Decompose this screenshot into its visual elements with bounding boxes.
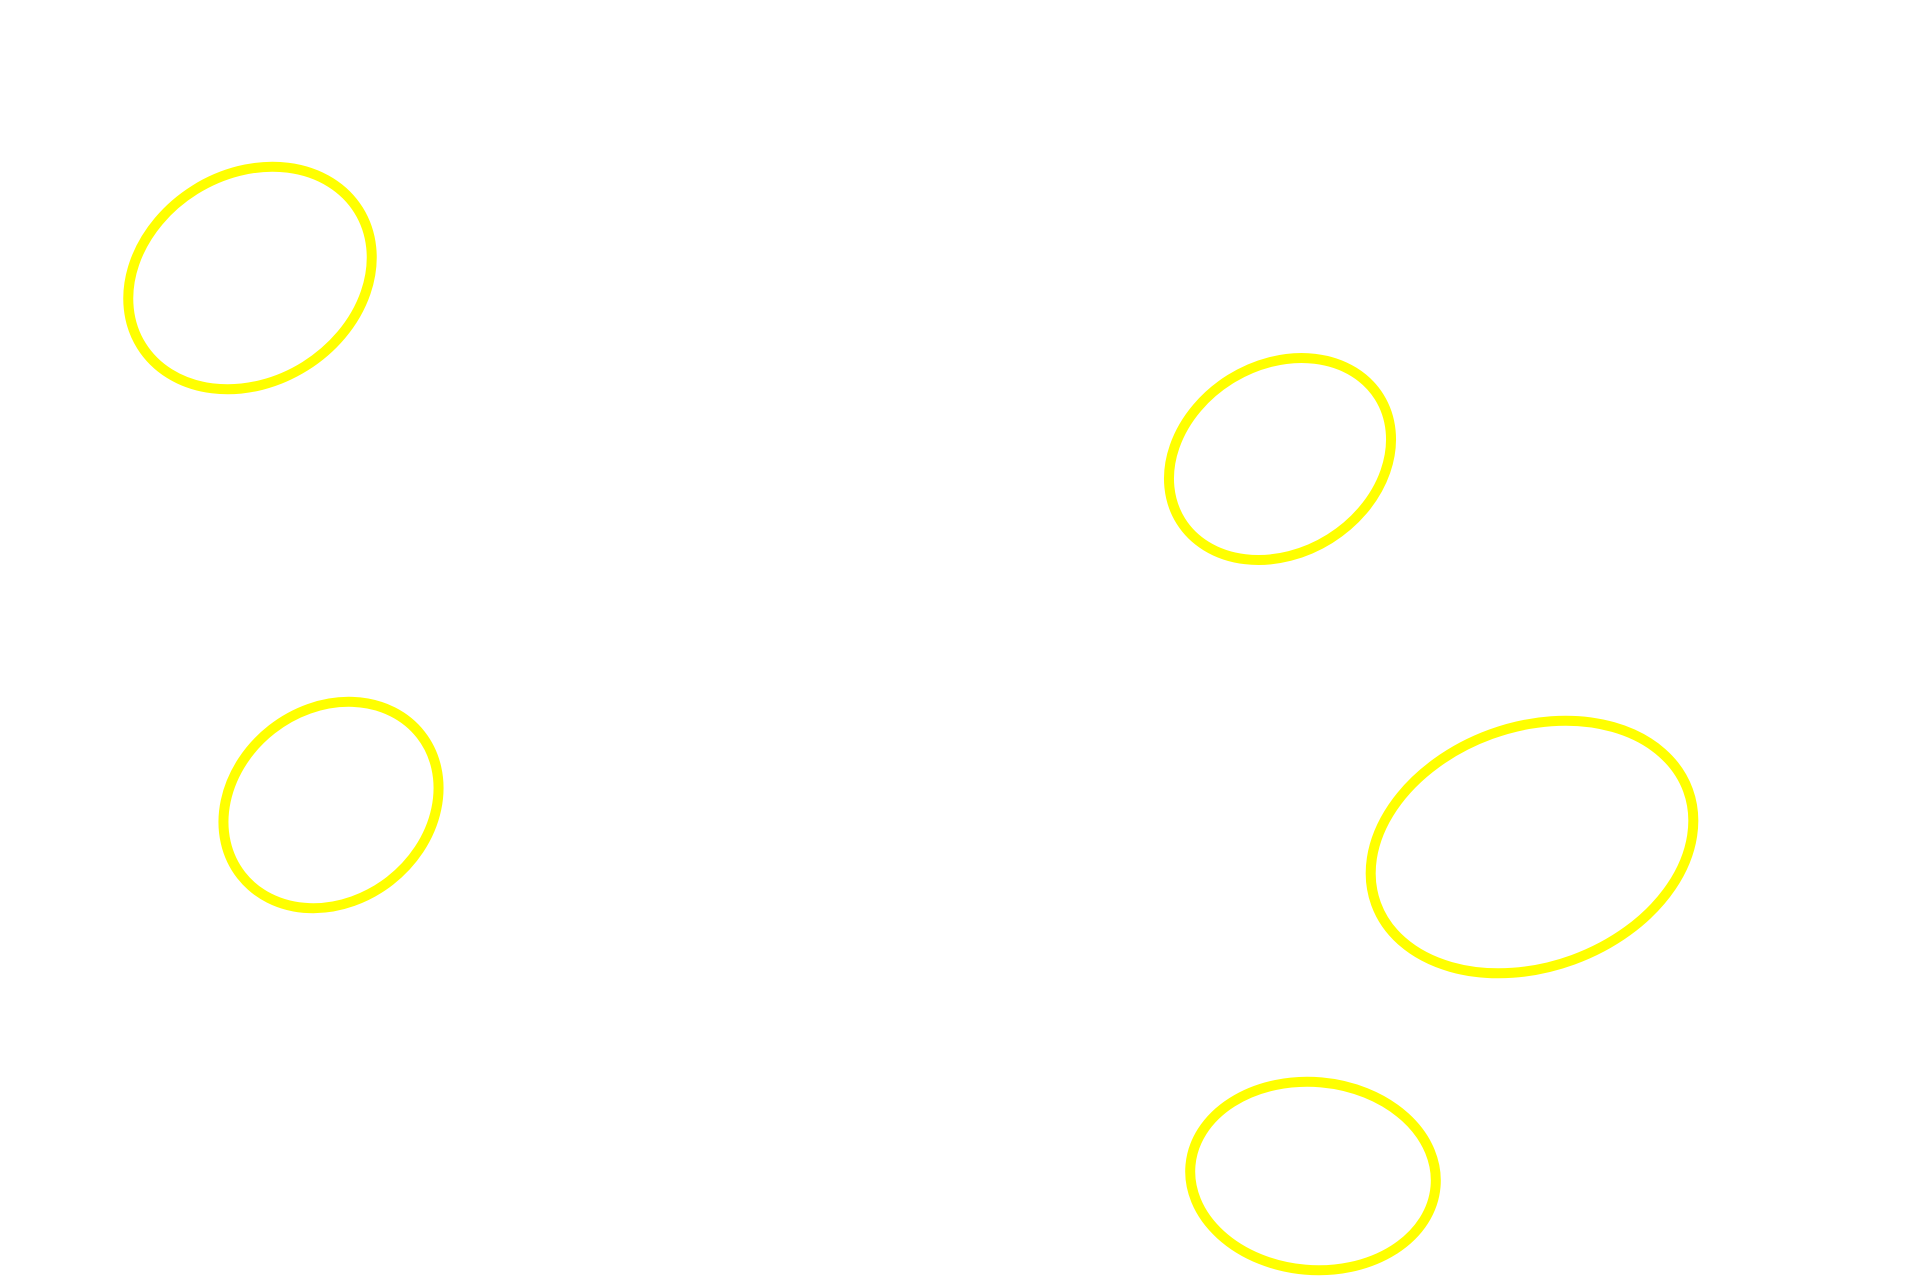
ellipse-outline — [1365, 715, 1699, 979]
ellipse-outline — [1163, 353, 1397, 565]
ellipse-outline — [218, 696, 444, 914]
ellipse-outline — [1185, 1076, 1441, 1276]
ellipse-outline — [123, 161, 377, 395]
outline-shapes — [123, 161, 1699, 1276]
